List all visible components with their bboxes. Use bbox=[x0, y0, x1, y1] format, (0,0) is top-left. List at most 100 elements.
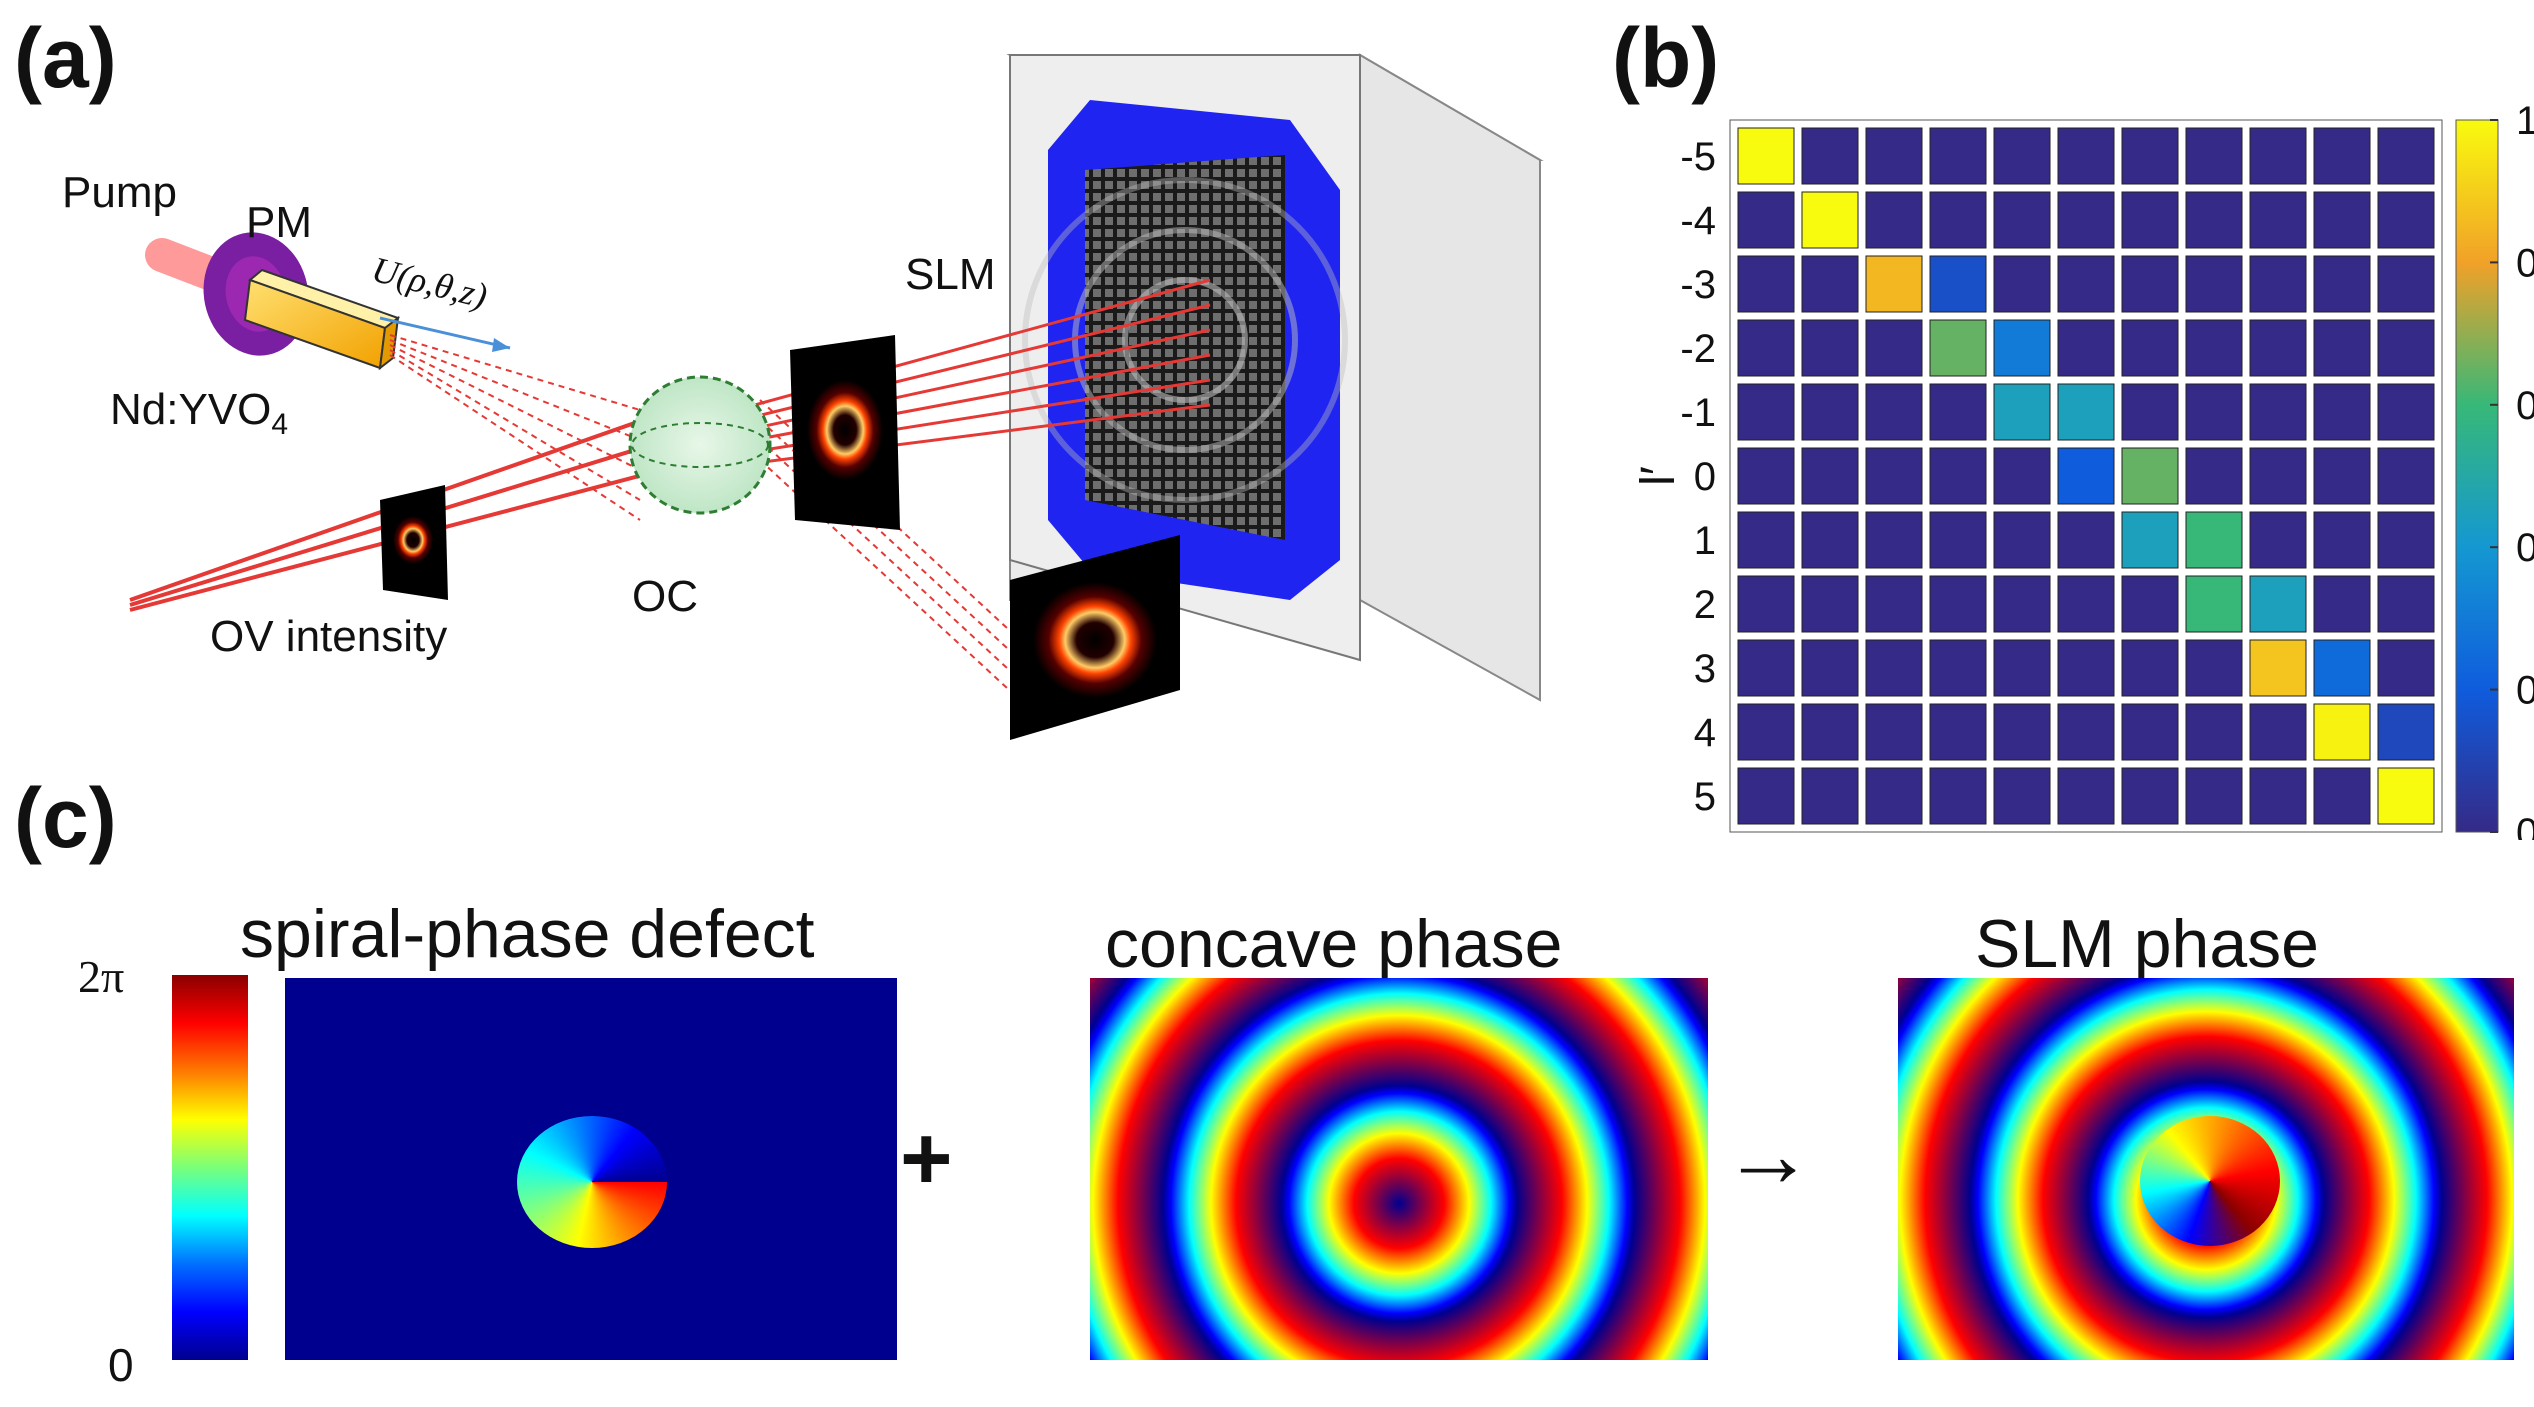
output-coupler-oc bbox=[628, 375, 772, 515]
heatmap-cell bbox=[2121, 511, 2179, 569]
heatmap-cell bbox=[2057, 255, 2115, 313]
heatmap-cell bbox=[1865, 639, 1923, 697]
heatmap-cell bbox=[1929, 639, 1987, 697]
heatmap-cell bbox=[2377, 255, 2435, 313]
heatmap-cell bbox=[1737, 255, 1795, 313]
heatmap-cell bbox=[2313, 319, 2371, 377]
panel-c-label: (c) bbox=[14, 771, 117, 865]
heatmap-cell bbox=[1929, 127, 1987, 185]
y-tick-label: 2 bbox=[1694, 583, 1716, 627]
colorbar-tick-label: 0 bbox=[2516, 811, 2534, 840]
heatmap-cell bbox=[2377, 319, 2435, 377]
heatmap-cell bbox=[1801, 511, 1859, 569]
label-pm: PM bbox=[246, 198, 312, 247]
heatmap-cell bbox=[1801, 191, 1859, 249]
heatmap-cell bbox=[1801, 127, 1859, 185]
spiral-phase-disc bbox=[517, 1116, 667, 1248]
heatmap-cell bbox=[1993, 127, 2051, 185]
label-crystal-subscript: 4 bbox=[271, 407, 289, 441]
heatmap-cell bbox=[2249, 511, 2307, 569]
concave-phase-image bbox=[1090, 978, 1708, 1360]
heatmap-cell bbox=[1865, 703, 1923, 761]
heatmap-cell bbox=[2313, 703, 2371, 761]
heatmap-cell bbox=[1865, 255, 1923, 313]
heatmap-cell bbox=[2185, 191, 2243, 249]
heatmap-cell bbox=[2377, 191, 2435, 249]
colorbar-tick-label: 0.2 bbox=[2516, 669, 2534, 713]
heatmap-cell bbox=[1993, 383, 2051, 441]
heatmap-cell bbox=[2377, 511, 2435, 569]
heatmap-cell bbox=[2057, 575, 2115, 633]
heatmap-cell bbox=[2121, 575, 2179, 633]
heatmap-cell bbox=[2057, 319, 2115, 377]
label-pump: Pump bbox=[62, 168, 177, 217]
heatmap-cell bbox=[2185, 703, 2243, 761]
heatmap-cell bbox=[2313, 191, 2371, 249]
heatmap-cell bbox=[1737, 703, 1795, 761]
heatmap-cell bbox=[2377, 383, 2435, 441]
colorbar-tick-label: 0.8 bbox=[2516, 241, 2534, 285]
heatmap-cell bbox=[2057, 191, 2115, 249]
arrow-symbol: → bbox=[1722, 1104, 1814, 1206]
heatmap-cell bbox=[2057, 383, 2115, 441]
heatmap-cell bbox=[2057, 639, 2115, 697]
heatmap-cell bbox=[2249, 383, 2307, 441]
label-crystal-main: Nd:YVO bbox=[110, 385, 272, 434]
spiral-phase-image bbox=[285, 978, 897, 1360]
heatmap-cell bbox=[1929, 511, 1987, 569]
title-slm-phase: SLM phase bbox=[1975, 906, 2319, 982]
heatmap-cell bbox=[1993, 255, 2051, 313]
plus-symbol: + bbox=[900, 1109, 953, 1209]
heatmap-cell bbox=[1865, 319, 1923, 377]
heatmap-cell bbox=[2185, 511, 2243, 569]
heatmap-cell bbox=[1993, 319, 2051, 377]
heatmap-cell bbox=[2377, 575, 2435, 633]
intensity-screen-output bbox=[380, 485, 448, 600]
heatmap-cell bbox=[2249, 255, 2307, 313]
slm-device bbox=[1006, 53, 1544, 702]
heatmap-cell bbox=[1929, 383, 1987, 441]
heatmap-cell bbox=[2121, 767, 2179, 825]
label-slm: SLM bbox=[905, 250, 996, 299]
y-tick-label: 5 bbox=[1694, 775, 1716, 819]
heatmap-cell bbox=[1993, 447, 2051, 505]
heatmap-cell bbox=[2185, 127, 2243, 185]
heatmap-cell bbox=[2377, 639, 2435, 697]
y-tick-label: 0 bbox=[1694, 455, 1716, 499]
heatmap-cell bbox=[2313, 383, 2371, 441]
heatmap-cell bbox=[1801, 703, 1859, 761]
heatmap-cell bbox=[1801, 767, 1859, 825]
heatmap-cell bbox=[2313, 127, 2371, 185]
heatmap-cell bbox=[2057, 767, 2115, 825]
heatmap-cell bbox=[1993, 511, 2051, 569]
heatmap-colorbar bbox=[2455, 119, 2499, 833]
y-tick-label: -4 bbox=[1680, 199, 1716, 243]
y-axis-label: l′ bbox=[1632, 466, 1685, 486]
y-tick-label: 3 bbox=[1694, 647, 1716, 691]
heatmap-cell bbox=[2121, 255, 2179, 313]
heatmap-cell bbox=[1993, 575, 2051, 633]
slm-phase-spiral-core bbox=[2140, 1116, 2280, 1246]
heatmap-cell bbox=[2249, 191, 2307, 249]
heatmap-cell bbox=[2313, 447, 2371, 505]
y-tick-label: -1 bbox=[1680, 391, 1716, 435]
y-tick-label: -5 bbox=[1680, 135, 1716, 179]
heatmap-cell bbox=[2185, 255, 2243, 313]
heatmap-chart: -5-4-3-2-1012345-5-4-3-2-1012345ll′00.20… bbox=[1632, 99, 2534, 840]
heatmap-cell bbox=[2185, 639, 2243, 697]
heatmap-cell bbox=[2185, 767, 2243, 825]
heatmap-cell bbox=[2185, 447, 2243, 505]
colorbar-bottom-label: 0 bbox=[108, 1339, 134, 1391]
heatmap-cell bbox=[2121, 191, 2179, 249]
heatmap-cell bbox=[2121, 319, 2179, 377]
title-spiral-phase-defect: spiral-phase defect bbox=[240, 896, 815, 972]
intensity-screen-reflected bbox=[1010, 535, 1180, 740]
heatmap-cell bbox=[1929, 703, 1987, 761]
colorbar-top-label: 2π bbox=[78, 951, 125, 1002]
heatmap-cell bbox=[2057, 447, 2115, 505]
label-crystal: Nd:YVO4 bbox=[110, 385, 288, 442]
heatmap-cell bbox=[1801, 575, 1859, 633]
heatmap-cell bbox=[1993, 703, 2051, 761]
heatmap-cell bbox=[1737, 319, 1795, 377]
heatmap-cell bbox=[1801, 639, 1859, 697]
